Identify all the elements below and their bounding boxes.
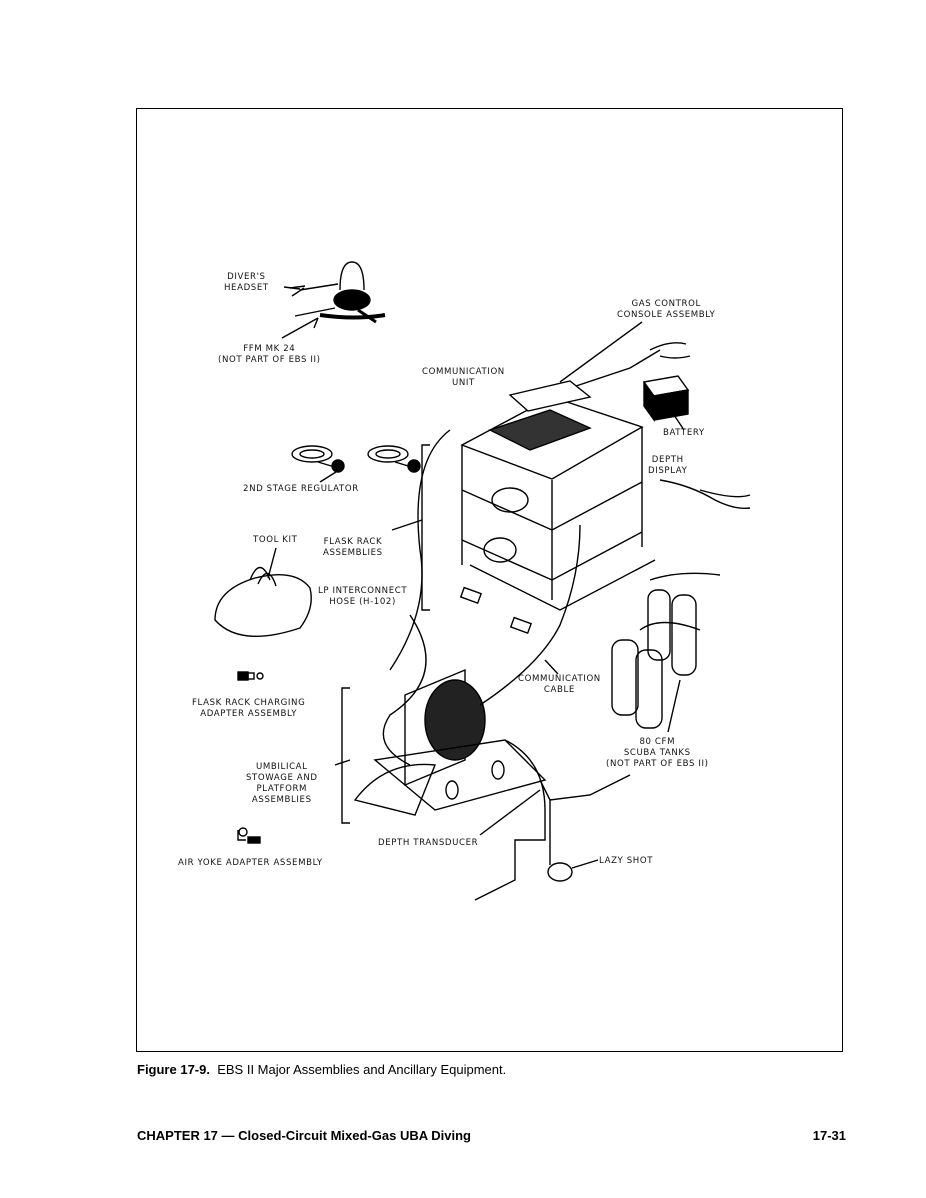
label-air-yoke-adapter: AIR YOKE ADAPTER ASSEMBLY — [178, 858, 323, 868]
label-gas-control-console: GAS CONTROL CONSOLE ASSEMBLY — [617, 299, 716, 320]
charging-adapter-icon — [237, 671, 264, 681]
label-flask-rack-charging-adapter: FLASK RACK CHARGING ADAPTER ASSEMBLY — [192, 698, 306, 719]
label-tool-kit: TOOL KIT — [253, 535, 298, 545]
chapter-footer: CHAPTER 17 — Closed-Circuit Mixed-Gas UB… — [137, 1128, 471, 1143]
label-scuba-tanks: 80 CFM SCUBA TANKS (NOT PART OF EBS II) — [606, 737, 709, 769]
caption-label: Figure 17-9. — [137, 1062, 210, 1077]
caption-text: EBS II Major Assemblies and Ancillary Eq… — [217, 1062, 507, 1077]
headset-mask-drawing — [289, 261, 386, 329]
label-flask-rack: FLASK RACK ASSEMBLIES — [323, 537, 383, 558]
reel-drawing — [353, 668, 547, 816]
label-communication-cable: COMMUNICATION CABLE — [518, 674, 601, 695]
label-umbilical-stowage: UMBILICAL STOWAGE AND PLATFORM ASSEMBLIE… — [246, 762, 318, 805]
label-depth-display: DEPTH DISPLAY — [648, 455, 688, 476]
label-2nd-stage-regulator: 2ND STAGE REGULATOR — [243, 484, 359, 494]
label-communication-unit: COMMUNICATION UNIT — [422, 367, 505, 388]
label-battery: BATTERY — [663, 428, 705, 438]
regulator-drawings — [291, 445, 421, 473]
battery-drawing — [642, 375, 690, 423]
figure-frame — [136, 108, 843, 1052]
label-lp-hose: LP INTERCONNECT HOSE (H-102) — [318, 586, 408, 607]
flask-rack-drawing — [459, 380, 656, 635]
label-lazy-shot: LAZY SHOT — [599, 856, 654, 866]
tool-kit-drawing — [214, 566, 312, 638]
label-ffm-mk24: FFM MK 24 (NOT PART OF EBS II) — [218, 344, 321, 365]
air-yoke-adapter-icon — [237, 827, 261, 844]
page-number: 17-31 — [812, 1128, 846, 1143]
label-depth-transducer: DEPTH TRANSDUCER — [378, 838, 479, 848]
label-divers-headset: DIVER'S HEADSET — [224, 272, 269, 293]
scuba-tanks-drawing — [611, 572, 721, 729]
figure-caption: Figure 17-9. EBS II Major Assemblies and… — [137, 1062, 506, 1077]
